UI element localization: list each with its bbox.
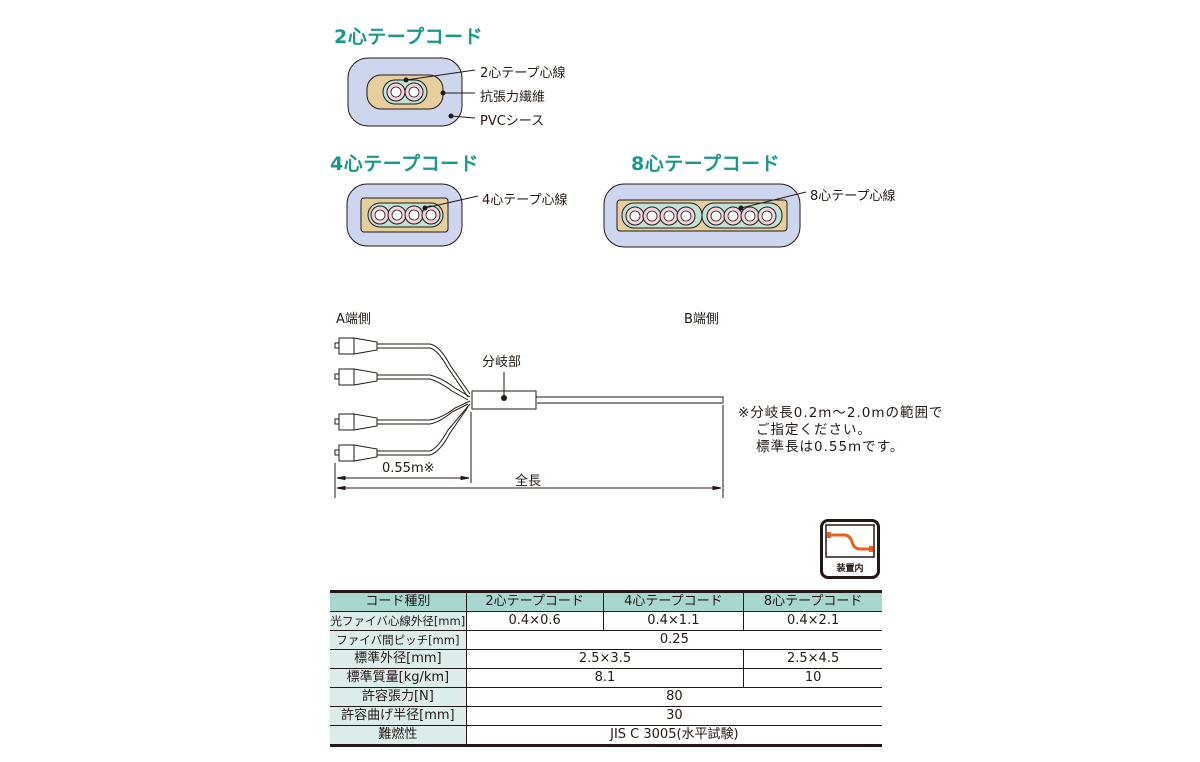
row-label: 標準外径[mm]: [330, 649, 467, 669]
cell: 0.25: [465, 630, 882, 650]
two-core-title: 2心テープコード: [334, 26, 484, 48]
four-core-label-tape-fiber: 4心テープ心線: [482, 193, 568, 208]
cell: 0.4×0.6: [465, 611, 603, 631]
header-eight-core: 8心テープコード: [743, 591, 882, 612]
two-core-label-tape-fiber: 2心テープ心線: [480, 66, 566, 81]
row-label: 難燃性: [330, 725, 467, 746]
header-four-core: 4心テープコード: [602, 591, 744, 612]
branch-length-label: 0.55m※: [382, 461, 435, 476]
cell: 30: [465, 706, 882, 726]
row-label: ファイバ間ピッチ[mm]: [330, 630, 467, 650]
four-core-cross-section-icon: [346, 183, 479, 247]
two-core-label-tensile-fiber: 抗張力繊維: [480, 90, 546, 105]
table-row: 標準外径[mm] 2.5×3.5 2.5×4.5: [330, 649, 882, 669]
table-row: ファイバ間ピッチ[mm] 0.25: [330, 630, 882, 650]
header-cord-type: コード種別: [330, 591, 467, 612]
eight-core-cross-section-icon: [603, 183, 807, 248]
note-line-3: 標準長は0.55mです。: [756, 439, 905, 455]
table-row: 難燃性 JIS C 3005(水平試験): [330, 725, 882, 746]
two-core-label-pvc-sheath: PVCシース: [480, 114, 545, 129]
eight-core-title: 8心テープコード: [631, 153, 781, 175]
four-core-title: 4心テープコード: [330, 153, 480, 175]
table-row: 光ファイバ心線外径[mm] 0.4×0.6 0.4×1.1 0.4×2.1: [330, 611, 882, 631]
row-label: 標準質量[kg/km]: [330, 668, 467, 688]
cable-route-icon: [825, 524, 875, 558]
cell: 10: [743, 668, 882, 688]
fanout-cable-diagram: [334, 337, 724, 498]
row-label: 許容張力[N]: [330, 687, 467, 707]
table-row: 許容張力[N] 80: [330, 687, 882, 707]
two-core-cross-section-icon: [347, 57, 476, 127]
in-device-usage-icon: 装置内: [820, 519, 880, 579]
b-end-label: B端側: [684, 312, 719, 327]
cell: 2.5×3.5: [465, 649, 744, 669]
table-row: 標準質量[kg/km] 8.1 10: [330, 668, 882, 688]
row-label: 光ファイバ心線外径[mm]: [330, 611, 467, 631]
note-line-1: ※分岐長0.2m～2.0mの範囲で: [738, 405, 944, 421]
note-line-2: ご指定ください。: [756, 422, 872, 438]
eight-core-label-tape-fiber: 8心テープ心線: [810, 189, 896, 204]
header-two-core: 2心テープコード: [465, 591, 603, 612]
a-end-label: A端側: [336, 312, 371, 327]
in-device-label: 装置内: [836, 564, 864, 574]
total-length-label: 全長: [515, 474, 542, 489]
cell: 0.4×2.1: [743, 611, 882, 631]
cell: JIS C 3005(水平試験): [465, 725, 882, 746]
cell: 8.1: [465, 668, 744, 688]
branch-note: ※分岐長0.2m～2.0mの範囲で ご指定ください。 標準長は0.55mです。: [738, 405, 944, 456]
table-row: 許容曲げ半径[mm] 30: [330, 706, 882, 726]
spec-table: コード種別 2心テープコード 4心テープコード 8心テープコード 光ファイバ心線…: [330, 590, 882, 747]
cell: 0.4×1.1: [602, 611, 744, 631]
cell: 80: [465, 687, 882, 707]
table-header-row: コード種別 2心テープコード 4心テープコード 8心テープコード: [330, 591, 882, 612]
branch-label: 分岐部: [482, 355, 522, 370]
row-label: 許容曲げ半径[mm]: [330, 706, 467, 726]
cell: 2.5×4.5: [743, 649, 882, 669]
